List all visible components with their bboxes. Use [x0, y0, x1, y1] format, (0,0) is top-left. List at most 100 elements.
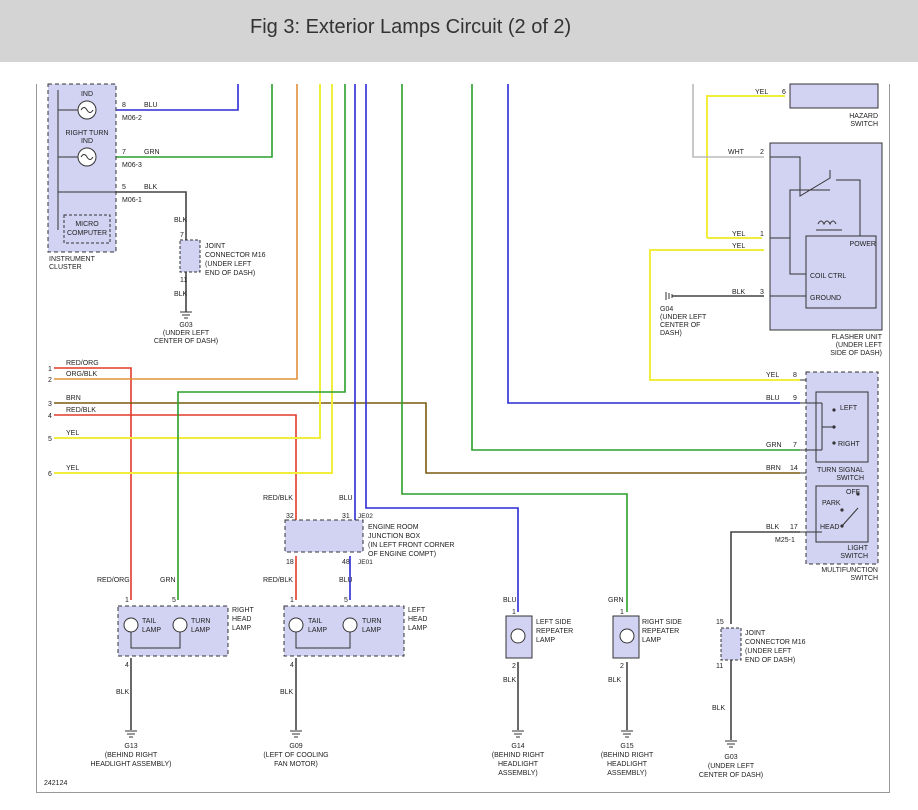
jc-top-l2: CONNECTOR M16 [205, 252, 266, 259]
flasher-pin-yel: 1 [760, 231, 764, 238]
flasher-wire-wht: WHT [728, 149, 745, 156]
mf-pin-8: 8 [793, 372, 797, 379]
cluster-label2: CLUSTER [49, 264, 82, 271]
title-bar: Fig 3: Exterior Lamps Circuit (2 of 2) [0, 0, 918, 62]
flasher-unit: POWER COIL CTRL GROUND WHT 2 YEL 1 YEL B… [728, 142, 883, 357]
left-wire-labels: 1 RED/ORG 2 ORG/BLK 3 BRN 4 RED/BLK 5 YE… [48, 360, 99, 478]
rh-turn1: TURN [191, 618, 210, 625]
rh-wire1: RED/ORG [97, 577, 130, 584]
right-side-repeater: GRN 1 2 BLK RIGHT SIDE REPEATER LAMP [608, 597, 682, 684]
left-wire-label-1: RED/ORG [66, 360, 99, 367]
wire-mf-grn [471, 84, 800, 451]
wire-cluster-grn [58, 84, 273, 158]
lr-l3: LAMP [536, 637, 555, 644]
g14-l4: ASSEMBLY) [498, 770, 538, 777]
cluster-conn-m06-3: M06-3 [122, 162, 142, 169]
wire-mf-blk [730, 531, 800, 624]
flasher-l3: SIDE OF DASH) [830, 350, 882, 357]
g14-id: G14 [511, 743, 524, 750]
jb-l2: JUNCTION BOX [368, 533, 420, 540]
rr-l3: LAMP [642, 637, 661, 644]
left-wire-label-5: YEL [66, 430, 79, 437]
g03-top-l2: (UNDER LEFT [163, 330, 210, 337]
jb-je02: JE02 [358, 513, 373, 520]
jc-bot-wire: BLK [712, 705, 726, 712]
rh-l3: LAMP [232, 625, 251, 632]
g04-l2: (UNDER LEFT [660, 314, 707, 321]
jc-top-l1: JOINT [205, 243, 226, 250]
lh-tail1: TAIL [308, 618, 322, 625]
right-head-lamp: RED/ORG GRN 1 5 4 BLK TAIL LAMP TURN LAM… [97, 577, 255, 696]
mf-mf2: SWITCH [850, 575, 878, 582]
multifunction-switch: LEFT RIGHT OFF PARK HEAD TURN SIGNAL SWI… [766, 371, 879, 582]
mf-pin-17: 17 [790, 524, 798, 531]
rh-tail2: LAMP [142, 627, 161, 634]
cluster-wire-blu: BLU [144, 102, 158, 109]
jc-top-pin-bot: 11 [180, 277, 187, 284]
lh-l2: HEAD [408, 616, 427, 623]
rr-l2: REPEATER [642, 628, 679, 635]
jb-wire-redblk-bot: RED/BLK [263, 577, 293, 584]
ground-g14: G14 (BEHIND RIGHT HEADLIGHT ASSEMBLY) [492, 730, 545, 777]
rh-wire5: GRN [160, 577, 176, 584]
cluster-wire-grn: GRN [144, 149, 160, 156]
g09-id: G09 [289, 743, 302, 750]
g14-l3: HEADLIGHT [498, 761, 539, 768]
ground-g13: G13 (BEHIND RIGHT HEADLIGHT ASSEMBLY) [90, 730, 172, 768]
left-wire-label-6: YEL [66, 465, 79, 472]
lh-l3: LAMP [408, 625, 427, 632]
flasher-l2: (UNDER LEFT [836, 342, 883, 349]
wire-grn-right-repeater [401, 84, 628, 612]
micro-label1: MICRO [75, 221, 99, 228]
right-turn-lamp-icon [172, 617, 188, 633]
g04-l3: CENTER OF [660, 322, 700, 329]
ground-g03-top: G03 (UNDER LEFT CENTER OF DASH) [154, 311, 218, 345]
rh-turn2: LAMP [191, 627, 210, 634]
rr-pin1: 1 [620, 609, 624, 616]
wire-3-brn [54, 402, 800, 474]
micro-label2: COMPUTER [67, 230, 107, 237]
flasher-pin-gnd: 3 [760, 289, 764, 296]
jc-top-wire-bot: BLK [174, 291, 188, 298]
wire-hazard-yel [706, 95, 785, 238]
left-wire-label-3: BRN [66, 395, 81, 402]
cluster-wire-blk: BLK [144, 184, 158, 191]
flasher-wire-gnd: BLK [732, 289, 746, 296]
flasher-wire-yel1: YEL [732, 231, 745, 238]
mf-wire-7: GRN [766, 442, 782, 449]
wire-6-yel [54, 84, 333, 474]
mf-wire-8: YEL [766, 372, 779, 379]
lr-pin1: 1 [512, 609, 516, 616]
lh-turn2: LAMP [362, 627, 381, 634]
cluster-conn-m06-2: M06-2 [122, 115, 142, 122]
jb-wire-blu-bot: BLU [339, 577, 353, 584]
jc-top-wire-top: BLK [174, 217, 188, 224]
ground-g15: G15 (BEHIND RIGHT HEADLIGHT ASSEMBLY) [601, 730, 654, 777]
g13-l2: (BEHIND RIGHT [105, 752, 158, 759]
wire-cluster-blu [58, 84, 239, 111]
g13-l3: HEADLIGHT ASSEMBLY) [90, 761, 171, 768]
wire-blu-left-repeater [365, 84, 519, 612]
mf-pin-14: 14 [790, 465, 798, 472]
jb-l3: (IN LEFT FRONT CORNER [368, 542, 454, 549]
jb-je01: JE01 [358, 559, 373, 566]
left-wire-label-4: RED/BLK [66, 407, 96, 414]
left-wire-num-3: 3 [48, 401, 52, 408]
micro-computer-box [63, 214, 111, 244]
diagram-frame [36, 84, 890, 793]
jb-l1: ENGINE ROOM [368, 524, 419, 531]
mf-mf1: MULTIFUNCTION [821, 567, 878, 574]
rh-tail1: TAIL [142, 618, 156, 625]
wire-mf-blu [507, 84, 800, 404]
jb-wire-redblk-top: RED/BLK [263, 495, 293, 502]
lr-l2: REPEATER [536, 628, 573, 635]
jb-pin-31: 31 [342, 513, 350, 520]
mf-turn2: SWITCH [836, 475, 864, 482]
right-repeater-lamp-icon [619, 628, 635, 644]
jc-top-pin-top: 7 [180, 232, 184, 239]
wire-4-redblk [54, 414, 297, 520]
wire-1-redorg [54, 367, 132, 600]
mf-turn1: TURN SIGNAL [817, 467, 864, 474]
lh-wire-gnd: BLK [280, 689, 294, 696]
